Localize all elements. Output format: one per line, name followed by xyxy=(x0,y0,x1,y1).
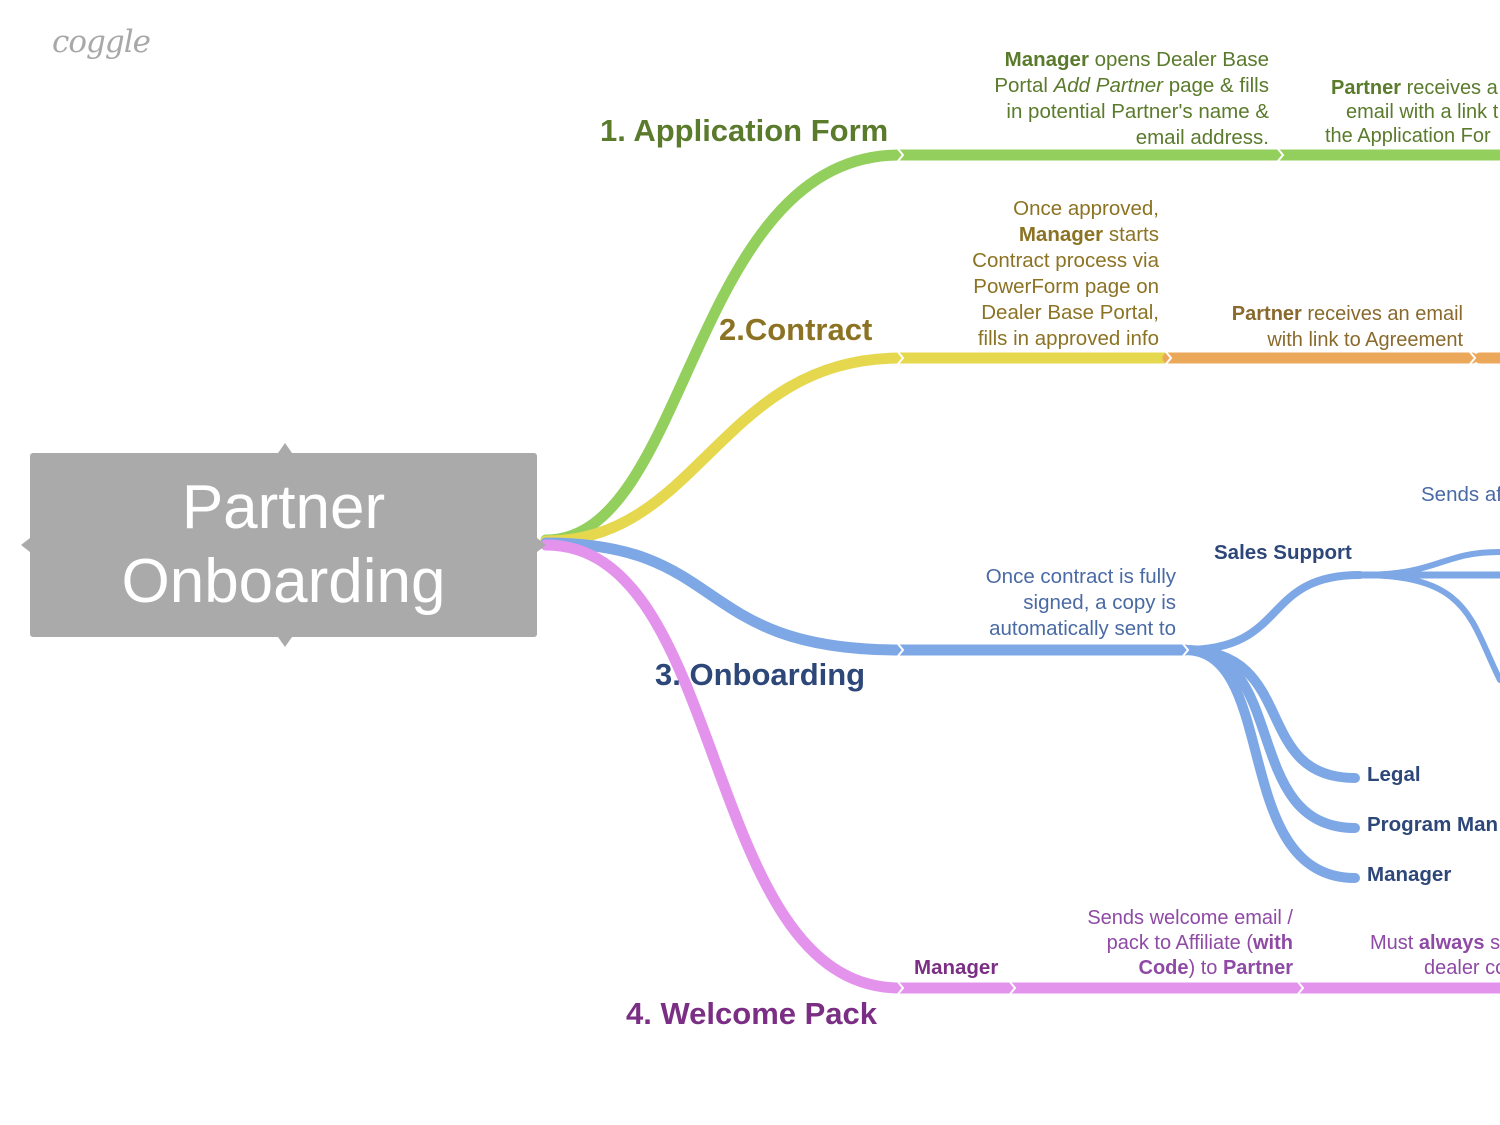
branch-application-connector xyxy=(540,149,906,546)
onboarding-sends-note[interactable]: Sends af xyxy=(1421,483,1500,506)
root-handle-left[interactable] xyxy=(21,538,30,552)
branch-onboarding-connector xyxy=(540,537,906,656)
sales-support-down-branch xyxy=(1357,572,1500,683)
branch-onboarding-label[interactable]: 3. Onboarding xyxy=(655,657,866,692)
application-note-2[interactable]: Partner receives a email with a link t t… xyxy=(1325,77,1499,147)
node-legal[interactable]: Legal xyxy=(1367,763,1421,786)
welcome-note-2[interactable]: Must always s dealer co xyxy=(1370,932,1500,979)
welcome-note-1[interactable]: Sends welcome email / pack to Affiliate … xyxy=(1087,907,1293,979)
branch-welcome-label[interactable]: 4. Welcome Pack xyxy=(626,996,878,1031)
application-note-1[interactable]: Manager opens Dealer Base Portal Add Par… xyxy=(994,48,1269,149)
branch-contract-connector xyxy=(540,352,906,547)
node-manager[interactable]: Manager xyxy=(1367,863,1452,886)
contract-note-2[interactable]: Partner receives an email with link to A… xyxy=(1231,303,1463,351)
root-title-line1: Partner xyxy=(181,473,386,542)
root-title-line2: Onboarding xyxy=(121,547,446,616)
root-handle-bottom[interactable] xyxy=(278,637,292,647)
node-program-manager[interactable]: Program Man xyxy=(1367,813,1498,836)
node-sales-support[interactable]: Sales Support xyxy=(1214,541,1352,564)
onboarding-note[interactable]: Once contract is fully signed, a copy is… xyxy=(985,565,1176,640)
coggle-logo: coggle xyxy=(52,24,151,60)
welcome-node-manager[interactable]: Manager xyxy=(914,956,999,979)
root-handle-top[interactable] xyxy=(278,443,292,453)
onboarding-to-sales-support xyxy=(1181,571,1364,654)
onboarding-to-manager xyxy=(1180,645,1360,883)
branch-application-label[interactable]: 1. Application Form xyxy=(600,113,889,148)
root-node[interactable]: Partner Onboarding xyxy=(30,453,537,637)
contract-note-1[interactable]: Once approved, Manager starts Contract p… xyxy=(972,197,1159,350)
branch-welcome-connector xyxy=(540,539,906,994)
branch-contract-label[interactable]: 2.Contract xyxy=(719,312,873,347)
root-handle-right[interactable] xyxy=(537,538,546,552)
